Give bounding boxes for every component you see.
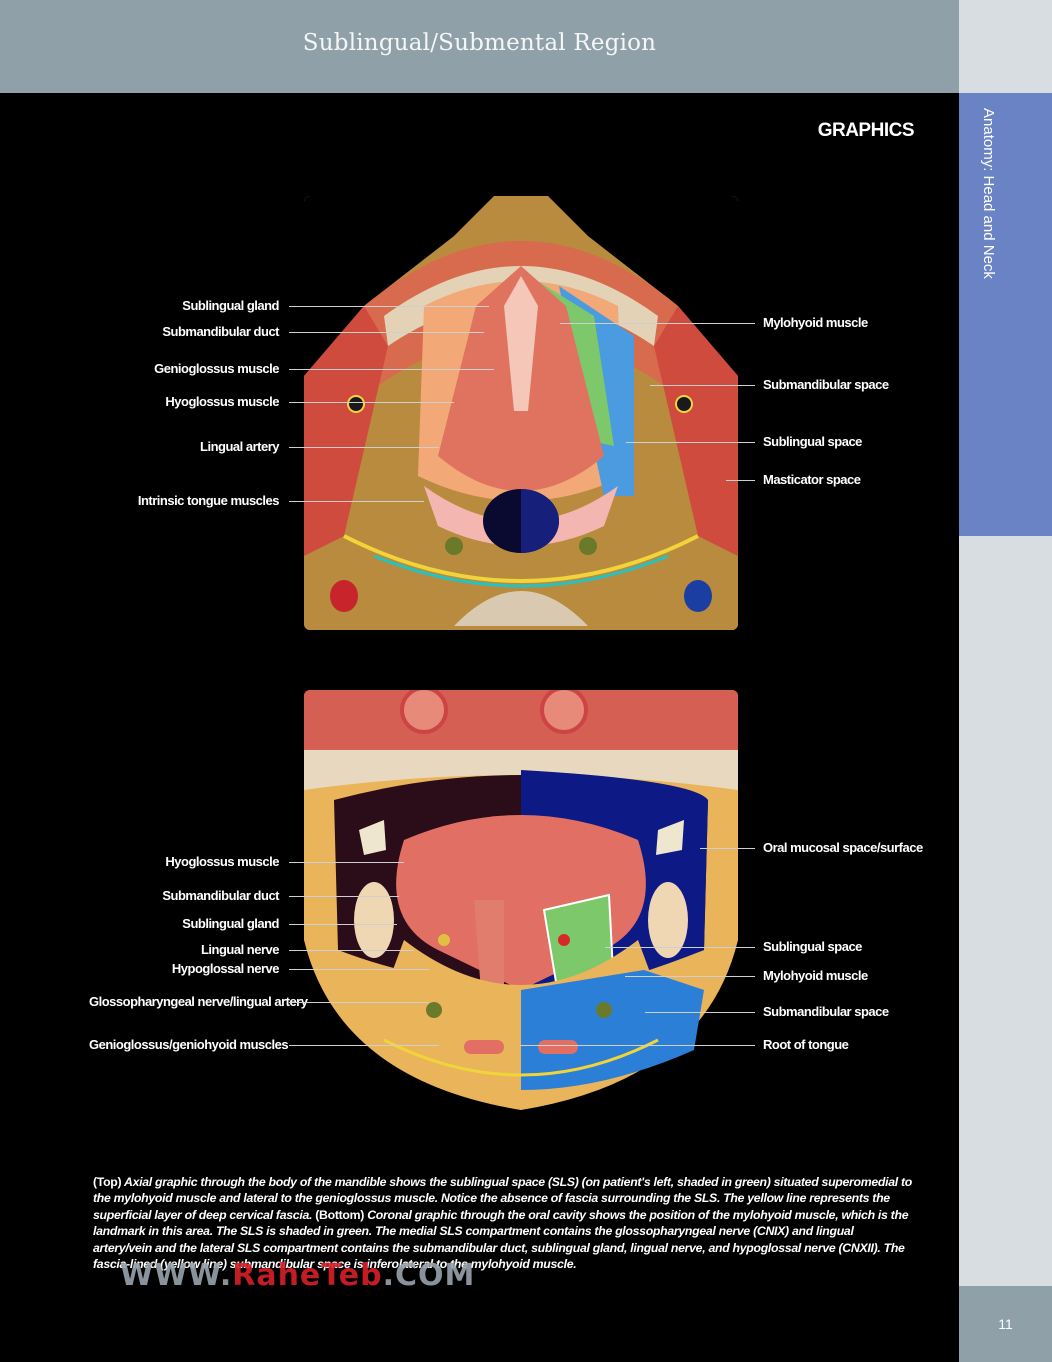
leader-line <box>726 480 755 481</box>
leader-line <box>289 501 424 502</box>
leader-line <box>289 1045 439 1046</box>
label-lingual-artery: Lingual artery <box>200 439 279 454</box>
label-sublingual-space: Sublingual space <box>763 434 862 449</box>
label-genioglossus-geniohyoid: Genioglossus/geniohyoid muscles <box>89 1037 289 1052</box>
leader-line <box>289 332 484 333</box>
leader-line <box>605 947 755 948</box>
page-number-box: 11 <box>959 1286 1052 1362</box>
label-root-of-tongue: Root of tongue <box>763 1037 849 1052</box>
label-submandibular-duct-coronal: Submandibular duct <box>162 888 279 903</box>
label-hyoglossus-muscle: Hyoglossus muscle <box>165 394 279 409</box>
leader-line <box>289 950 414 951</box>
label-mylohyoid-muscle-coronal: Mylohyoid muscle <box>763 968 868 983</box>
label-submandibular-space-coronal: Submandibular space <box>763 1004 889 1019</box>
watermark-brand: RaheTeb <box>232 1258 383 1293</box>
side-strip-top <box>959 0 1052 93</box>
leader-line <box>289 896 399 897</box>
label-oral-mucosal-space: Oral mucosal space/surface <box>763 840 923 855</box>
leader-line <box>645 1012 755 1013</box>
leader-line <box>289 402 454 403</box>
side-strip-middle <box>959 536 1052 1286</box>
label-lingual-nerve: Lingual nerve <box>200 942 280 957</box>
watermark-prefix: WWW. <box>120 1258 233 1293</box>
chapter-tab[interactable] <box>959 93 1052 536</box>
watermark: WWW.RaheTeb.COM <box>120 1258 475 1293</box>
label-hyoglossus-muscle-coronal: Hyoglossus muscle <box>165 854 279 869</box>
leader-line <box>625 976 755 977</box>
label-submandibular-duct: Submandibular duct <box>162 324 279 339</box>
leader-line <box>289 306 489 307</box>
leader-line <box>289 1002 429 1003</box>
caption-top-tag: (Top) <box>93 1175 122 1189</box>
leader-line <box>289 969 429 970</box>
leader-line <box>289 924 397 925</box>
leader-line <box>289 369 494 370</box>
leader-line <box>289 447 439 448</box>
leader-line <box>650 385 755 386</box>
page-number: 11 <box>998 1316 1013 1332</box>
label-mylohyoid-muscle: Mylohyoid muscle <box>763 315 868 330</box>
leader-line <box>700 848 755 849</box>
label-sublingual-space-coronal: Sublingual space <box>763 939 862 954</box>
figure-caption: (Top) Axial graphic through the body of … <box>93 1174 913 1272</box>
label-sublingual-gland-coronal: Sublingual gland <box>182 916 279 931</box>
axial-anatomy-illustration <box>304 196 738 630</box>
chapter-tab-label: Anatomy: Head and Neck <box>980 108 997 279</box>
label-hypoglossal-nerve: Hypoglossal nerve <box>171 961 280 976</box>
label-submandibular-space: Submandibular space <box>763 377 889 392</box>
caption-bottom-text: Coronal graphic through the oral cavity … <box>93 1207 909 1272</box>
coronal-anatomy-illustration <box>304 690 738 1124</box>
label-masticator-space: Masticator space <box>763 472 861 487</box>
label-intrinsic-tongue-muscles: Intrinsic tongue muscles <box>137 493 280 508</box>
section-title: GRAPHICS <box>817 120 915 141</box>
label-genioglossus-muscle: Genioglossus muscle <box>154 361 279 376</box>
caption-bottom-tag: (Bottom) <box>315 1207 365 1222</box>
watermark-suffix: .COM <box>382 1258 476 1293</box>
leader-line <box>289 862 404 863</box>
leader-line <box>560 323 755 324</box>
leader-line <box>520 1045 755 1046</box>
leader-line <box>626 442 755 443</box>
caption-top-text: Axial graphic through the body of the ma… <box>93 1175 913 1222</box>
label-glossopharyngeal-nerve: Glossopharyngeal nerve/lingual artery <box>89 994 308 1009</box>
label-sublingual-gland: Sublingual gland <box>182 298 279 313</box>
page-header: Sublingual/Submental Region <box>0 0 959 93</box>
page-header-title: Sublingual/Submental Region <box>302 29 657 56</box>
